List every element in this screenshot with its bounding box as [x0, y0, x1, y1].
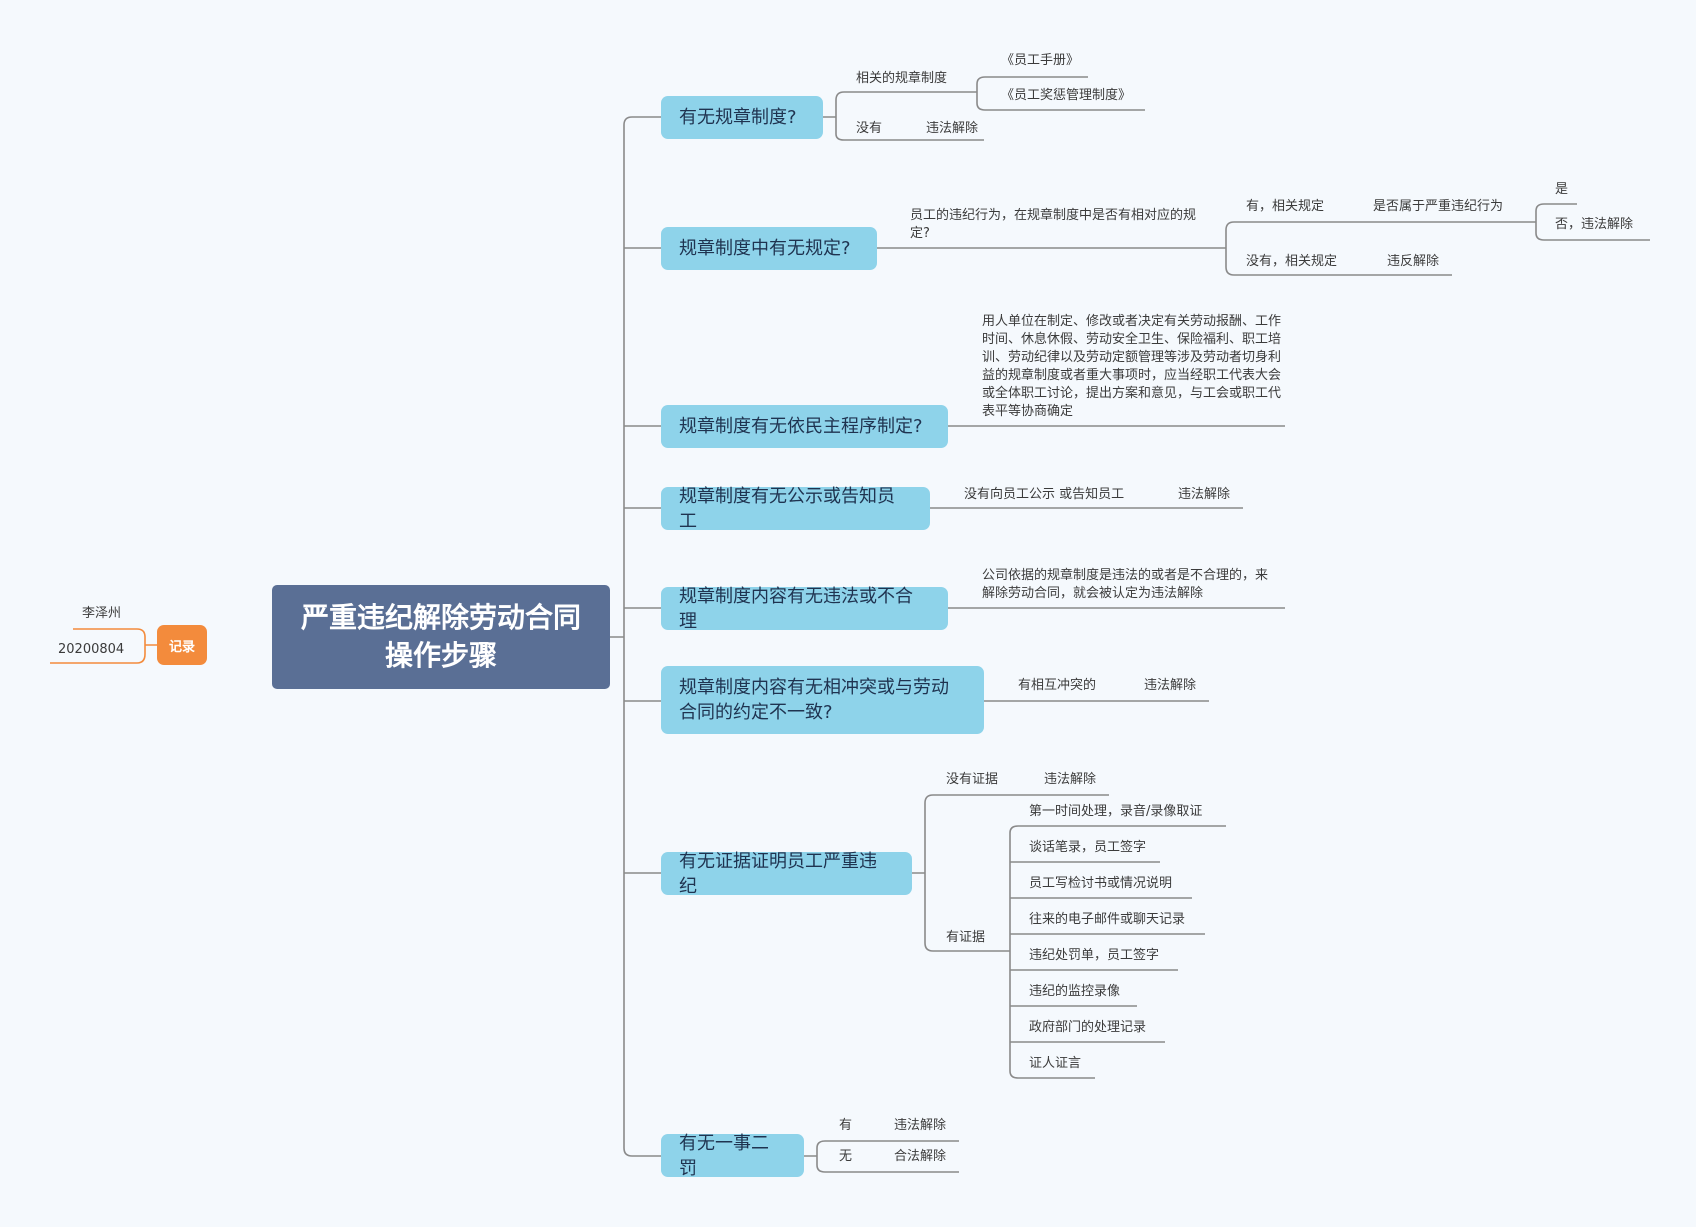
node-no-rules[interactable]: 没有 — [856, 121, 883, 136]
node-illegal-rules-text[interactable]: 公司依据的规章制度是违法的或者是不合理的，来解除劳动合同，就会被认定为违法解除 — [982, 568, 1269, 601]
branch-content-legality[interactable]: 规章制度内容有无违法或不合理 — [661, 586, 948, 632]
note-tag[interactable]: 记录 — [157, 625, 207, 665]
branch-notice-employees[interactable]: 规章制度有无公示或告知员工 — [661, 486, 930, 532]
node-illegal-termination[interactable]: 违法解除 — [894, 1118, 947, 1133]
node-yes[interactable]: 有 — [839, 1118, 853, 1133]
note-date: 20200804 — [58, 642, 125, 657]
node-related-rules[interactable]: 相关的规章制度 — [856, 71, 948, 86]
node-has-evidence[interactable]: 有证据 — [946, 930, 986, 945]
node-reward-punishment-rules[interactable]: 《员工奖惩管理制度》 — [1001, 88, 1132, 103]
note-author: 李泽州 — [82, 606, 122, 621]
evidence-item[interactable]: 员工写检讨书或情况说明 — [1029, 876, 1173, 891]
node-no-notice[interactable]: 没有向员工公示 或告知员工 — [964, 487, 1125, 502]
node-no-illegal[interactable]: 否，违法解除 — [1555, 217, 1634, 232]
node-no-evidence[interactable]: 没有证据 — [946, 772, 999, 787]
branch-evidence[interactable]: 有无证据证明员工严重违纪 — [661, 851, 912, 897]
node-illegal-termination[interactable]: 违法解除 — [926, 121, 979, 136]
branch-has-rules[interactable]: 有无规章制度? — [661, 96, 823, 139]
evidence-item[interactable]: 违纪处罚单，员工签字 — [1029, 948, 1160, 963]
branch-rules-provision[interactable]: 规章制度中有无规定? — [661, 227, 877, 270]
evidence-item[interactable]: 证人证言 — [1029, 1056, 1082, 1071]
branch-democratic-procedure[interactable]: 规章制度有无依民主程序制定? — [661, 405, 948, 448]
node-illegal-termination[interactable]: 违法解除 — [1144, 678, 1197, 693]
branch-double-penalty[interactable]: 有无一事二罚 — [661, 1133, 804, 1179]
branch-contract-conflict[interactable]: 规章制度内容有无相冲突或与劳动合同的约定不一致? — [661, 666, 984, 734]
node-legal-termination[interactable]: 合法解除 — [894, 1149, 947, 1164]
root-topic[interactable]: 严重违纪解除劳动合同 操作步骤 — [272, 585, 610, 689]
node-provision-question[interactable]: 员工的违纪行为，在规章制度中是否有相对应的规定? — [910, 208, 1197, 241]
node-violate-termination[interactable]: 违反解除 — [1387, 254, 1440, 269]
node-illegal-termination[interactable]: 违法解除 — [1178, 487, 1231, 502]
evidence-item[interactable]: 谈话笔录，员工签字 — [1029, 840, 1147, 855]
node-illegal-termination[interactable]: 违法解除 — [1044, 772, 1097, 787]
evidence-item[interactable]: 第一时间处理，录音/录像取证 — [1029, 804, 1203, 819]
node-democratic-procedure-text[interactable]: 用人单位在制定、修改或者决定有关劳动报酬、工作时间、休息休假、劳动安全卫生、保险… — [982, 314, 1282, 419]
evidence-item[interactable]: 违纪的监控录像 — [1029, 984, 1121, 999]
node-serious-violation[interactable]: 是否属于严重违纪行为 — [1373, 199, 1504, 214]
node-has-provision[interactable]: 有，相关规定 — [1246, 199, 1325, 214]
node-employee-handbook[interactable]: 《员工手册》 — [1001, 53, 1080, 68]
node-no-provision[interactable]: 没有，相关规定 — [1246, 254, 1338, 269]
node-no[interactable]: 无 — [839, 1149, 853, 1164]
evidence-item[interactable]: 政府部门的处理记录 — [1029, 1020, 1147, 1035]
node-yes[interactable]: 是 — [1555, 182, 1569, 197]
node-conflict[interactable]: 有相互冲突的 — [1018, 678, 1097, 693]
evidence-item[interactable]: 往来的电子邮件或聊天记录 — [1029, 912, 1186, 927]
